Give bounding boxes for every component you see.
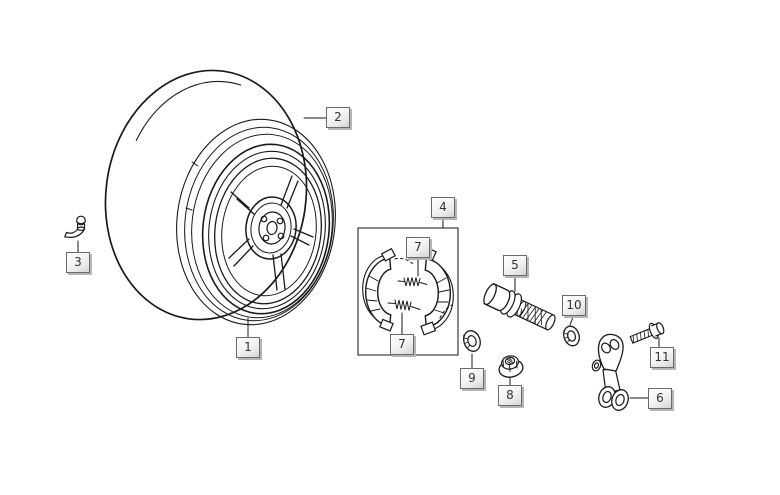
callout-9[interactable]: 9 (460, 368, 484, 389)
callout-6[interactable]: 6 (648, 388, 672, 409)
callout-7-bottom[interactable]: 7 (390, 334, 414, 355)
callout-2[interactable]: 2 (326, 107, 350, 128)
part-drawing-bolt-11 (629, 322, 665, 344)
part-drawing-nut (498, 355, 524, 378)
part-drawing-axle (483, 282, 556, 331)
callout-5[interactable]: 5 (503, 255, 527, 276)
callout-7-top[interactable]: 7 (406, 237, 430, 258)
part-drawing-bracket (591, 333, 629, 411)
callout-10[interactable]: 10 (562, 295, 586, 316)
leader-lines (77, 117, 660, 399)
part-drawing-washer-9 (463, 330, 481, 352)
part-drawing-brake-shoes (362, 246, 454, 336)
callout-1[interactable]: 1 (236, 337, 260, 358)
callout-4[interactable]: 4 (431, 197, 455, 218)
group-4-frame (357, 227, 459, 356)
part-drawing-wheel (104, 69, 336, 326)
part-drawing-washer-10 (563, 325, 580, 347)
part-drawing-valve (64, 215, 86, 238)
part-drawing-spring-bottom (387, 299, 421, 311)
callout-3[interactable]: 3 (66, 252, 90, 273)
callout-8[interactable]: 8 (498, 385, 522, 406)
part-drawing-spring-top (397, 277, 428, 287)
callout-11[interactable]: 11 (650, 347, 674, 368)
